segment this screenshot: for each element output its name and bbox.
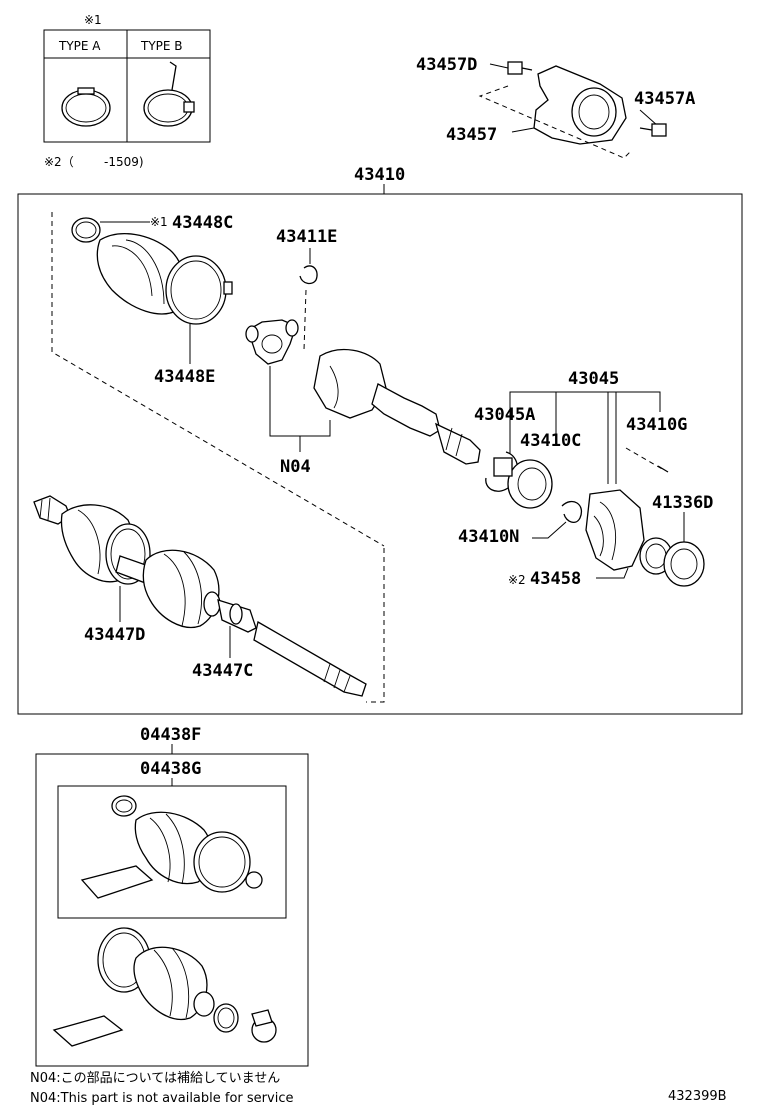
- label-43410: 43410: [354, 165, 405, 185]
- boot-clamp-large: [165, 255, 227, 325]
- outer-boot-group: ※1 43448C 43448E: [51, 212, 385, 547]
- label-43447C: 43447C: [192, 661, 253, 681]
- figure-id: 432399B: [668, 1089, 727, 1104]
- clamp-type-legend: ※1 TYPE A TYPE B ※2（ -1509): [43, 13, 211, 169]
- boot-inner: [142, 549, 220, 628]
- label-43458: 43458: [530, 569, 581, 589]
- circlip-43411E: 43411E: [276, 227, 337, 351]
- oil-seal-41336D: [663, 541, 705, 587]
- bearing-bracket-group: 43457D 43457A 43457: [416, 55, 695, 159]
- label-43457A: 43457A: [634, 89, 695, 109]
- legend-note2-range: -1509): [104, 155, 144, 169]
- label-43410C: 43410C: [520, 431, 581, 451]
- legend-type-a: TYPE A: [58, 39, 101, 53]
- legend-type-b: TYPE B: [140, 39, 183, 53]
- boot-kit-outer: [52, 927, 277, 1047]
- label-43045A: 43045A: [474, 405, 535, 425]
- legend-note2-mark: ※2（: [44, 155, 74, 169]
- label-43457: 43457: [446, 125, 497, 145]
- bolt-43457A: [639, 123, 667, 137]
- bolt-43457D: [507, 61, 533, 75]
- outer-joint-shaft: 43447D 43447C: [33, 495, 385, 703]
- label-43411E: 43411E: [276, 227, 337, 247]
- legend-mark: ※1: [84, 13, 102, 27]
- label-04438F: 04438F: [140, 725, 201, 745]
- label-43447D: 43447D: [84, 625, 145, 645]
- tripod-joint: N04: [245, 319, 331, 477]
- boot-kit-box: [35, 753, 309, 1067]
- drive-shaft-assembly-box: [17, 193, 743, 715]
- inner-joint-housing: [313, 348, 481, 465]
- boot-kit-inner: [80, 795, 263, 899]
- note-jp: N04:この部品については補給していません: [30, 1071, 280, 1086]
- label-04438G: 04438G: [140, 759, 201, 779]
- label-43448C: 43448C: [172, 213, 233, 233]
- label-43457D: 43457D: [416, 55, 477, 75]
- bearing-43410C: [507, 459, 553, 509]
- label-N04: N04: [280, 457, 311, 477]
- label-43458-mark: ※2: [508, 573, 526, 587]
- inner-boot-kit-box: [57, 785, 287, 919]
- clamp-type-b-drawing: [143, 61, 195, 127]
- circlip-43410N: [561, 501, 583, 524]
- label-43448E: 43448E: [154, 367, 215, 387]
- label-43410N: 43410N: [458, 527, 519, 547]
- label-41336D: 41336D: [652, 493, 713, 513]
- label-43045: 43045: [568, 369, 619, 389]
- note-en: N04:This part is not available for servi…: [30, 1091, 293, 1106]
- clamp-type-a-drawing: [61, 87, 111, 127]
- label-43410G: 43410G: [626, 415, 687, 435]
- bearing-group: 43045 43045A 43410G 43410C 41336D 43410N…: [458, 369, 713, 589]
- label-43448C-mark: ※1: [150, 215, 168, 229]
